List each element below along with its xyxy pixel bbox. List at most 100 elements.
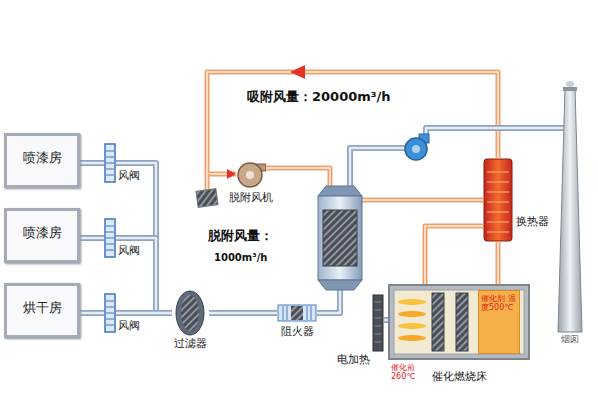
catalytic-bed-symbol-part bbox=[394, 290, 524, 354]
node-label: 风阀 bbox=[118, 320, 140, 333]
damper-symbol bbox=[104, 218, 116, 258]
node-label: 风阀 bbox=[118, 170, 140, 183]
chimney-symbol-part bbox=[566, 81, 574, 87]
chimney: 烟囱 bbox=[552, 80, 588, 348]
damper-symbol bbox=[104, 293, 116, 333]
process-pipe bbox=[80, 238, 104, 239]
adsorption-tower bbox=[318, 186, 362, 290]
damper-symbol-part bbox=[106, 226, 114, 250]
booth-box: 喷漆房 bbox=[4, 133, 80, 188]
heater-symbol bbox=[372, 294, 384, 352]
main-fan bbox=[405, 134, 429, 160]
heat-exchanger: 换热器 bbox=[483, 158, 513, 242]
damper-symbol-part bbox=[105, 219, 115, 257]
node-label: 过滤器 bbox=[174, 338, 207, 351]
pipe-core bbox=[209, 312, 277, 315]
desorption-fan: 脱附风机 bbox=[236, 160, 266, 188]
flame-arrester-symbol-part bbox=[278, 305, 316, 321]
flame-arrester-symbol bbox=[277, 303, 317, 323]
process-pipe-part bbox=[317, 290, 340, 313]
process-pipe bbox=[209, 313, 277, 314]
process-pipe-part bbox=[426, 128, 564, 139]
adsorption-tower-part bbox=[318, 196, 362, 280]
node-label: 风阀 bbox=[118, 245, 140, 258]
pipe-core bbox=[384, 319, 388, 322]
heat-exchanger-symbol-part bbox=[487, 172, 509, 232]
pipe-wall bbox=[384, 317, 388, 323]
hot-gas-pipe-part bbox=[362, 198, 483, 203]
filter: 过滤器 bbox=[172, 290, 209, 352]
node-label: 喷漆房 bbox=[23, 226, 62, 241]
process-pipe bbox=[384, 320, 388, 321]
catalytic-bed-symbol-part bbox=[398, 335, 426, 341]
main-fan-part bbox=[405, 138, 427, 160]
desorption-filter bbox=[196, 189, 218, 208]
chimney-symbol bbox=[552, 80, 588, 348]
adsorption-tower-part bbox=[318, 186, 362, 196]
hot-gas-pipe-part bbox=[425, 226, 483, 284]
process-pipe-part bbox=[426, 128, 564, 139]
pipe-wall bbox=[116, 238, 172, 313]
process-pipe bbox=[116, 313, 172, 314]
hot-gas-pipe-part bbox=[266, 168, 330, 186]
chimney-symbol-part bbox=[558, 88, 582, 332]
pipe-core bbox=[80, 312, 104, 315]
flow-note: 催化前 260℃ bbox=[391, 363, 417, 381]
process-pipe bbox=[116, 238, 172, 313]
flame-arrester-symbol-part bbox=[283, 306, 311, 320]
process-pipe bbox=[80, 313, 104, 314]
catalytic-bed-symbol-part bbox=[389, 285, 529, 359]
node-label: 烘干房 bbox=[23, 301, 62, 316]
damper-symbol-part bbox=[105, 294, 115, 332]
arrow-head bbox=[227, 169, 236, 179]
node-label: 喷漆房 bbox=[23, 151, 62, 166]
hot-gas-pipe-part bbox=[206, 174, 208, 190]
pipe-core bbox=[116, 238, 172, 313]
catalytic-bed-symbol-part bbox=[398, 299, 426, 305]
process-pipe bbox=[80, 163, 104, 164]
heater-symbol-part bbox=[375, 302, 381, 342]
filter-symbol-part bbox=[176, 291, 204, 335]
catalytic-bed-symbol-part bbox=[398, 323, 426, 329]
pipe-core bbox=[116, 312, 172, 315]
pipe-wall bbox=[80, 235, 104, 241]
main-fan-part bbox=[412, 145, 420, 153]
flow-note: 脱附风量： bbox=[208, 229, 273, 244]
node-label: 脱附风机 bbox=[229, 192, 273, 205]
chimney-symbol-part bbox=[563, 87, 577, 91]
filter-symbol bbox=[172, 290, 208, 336]
damper-symbol-part bbox=[105, 144, 115, 182]
process-pipe-part bbox=[350, 148, 405, 186]
process-pipe-part bbox=[350, 148, 405, 186]
hot-gas-pipe-part bbox=[425, 226, 483, 284]
catalytic-bed-symbol-part bbox=[456, 293, 468, 351]
catalyst-panel: 催化剂 温度500℃ bbox=[478, 290, 520, 354]
adsorption-tower-part bbox=[323, 210, 357, 266]
damper: 风阀 bbox=[104, 293, 116, 333]
pipe-core bbox=[80, 237, 104, 240]
node-label: 阻火器 bbox=[281, 326, 314, 339]
pipe-core bbox=[116, 163, 172, 313]
flow-note: 吸附风量：20000m³/h bbox=[247, 90, 390, 105]
flow-arrow bbox=[290, 65, 305, 79]
catalytic-bed-symbol-part bbox=[398, 311, 426, 317]
flame-arrester: 阻火器 bbox=[277, 303, 317, 339]
hot-gas-pipe-part bbox=[266, 168, 330, 186]
flame-arrester-symbol-part bbox=[291, 306, 303, 320]
pipe-wall bbox=[116, 163, 172, 313]
pipe-core bbox=[497, 242, 499, 284]
booth-box: 喷漆房 bbox=[4, 208, 80, 263]
damper-symbol-part bbox=[106, 151, 114, 175]
process-pipe-part bbox=[317, 290, 340, 313]
pipe-core bbox=[80, 162, 104, 165]
electric-heater: 电加热 bbox=[372, 294, 384, 352]
flow-note: 1000m³/h bbox=[214, 252, 267, 264]
booth-box: 烘干房 bbox=[4, 283, 80, 338]
desorption-filter-part bbox=[196, 189, 218, 208]
pipe-wall bbox=[80, 310, 104, 316]
process-pipe bbox=[116, 163, 172, 313]
hot-gas-pipe-part bbox=[362, 199, 483, 201]
filter-symbol-part bbox=[181, 295, 199, 331]
pipe-wall bbox=[496, 242, 501, 284]
